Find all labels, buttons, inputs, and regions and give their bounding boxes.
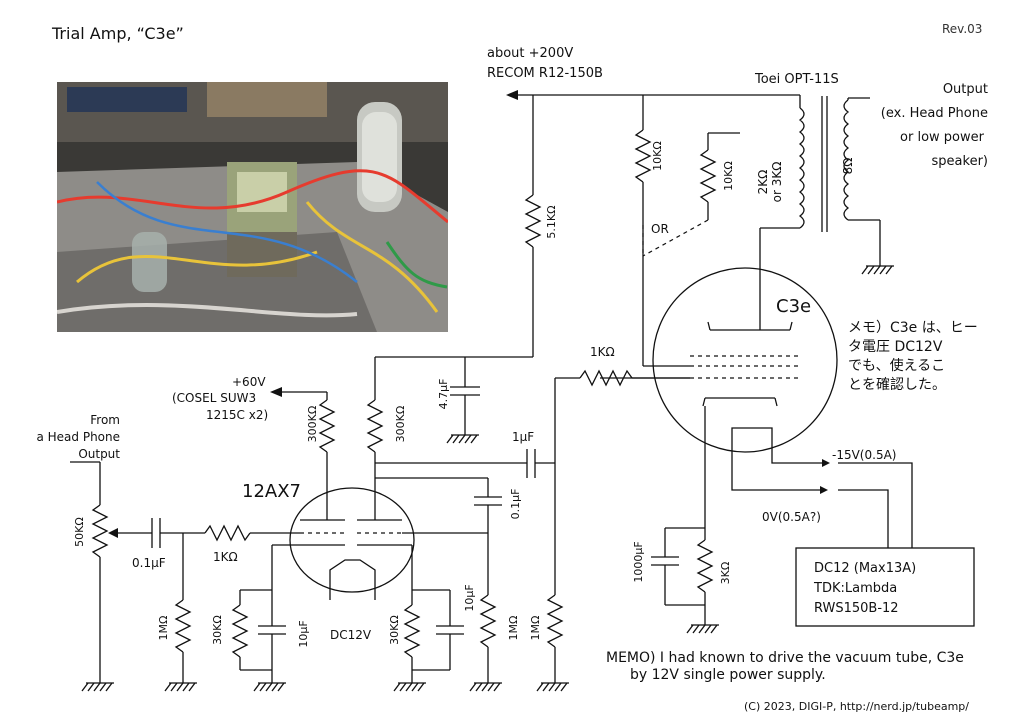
plate-resistors-12ax7	[318, 399, 502, 595]
output-note-3: speaker)	[931, 154, 988, 169]
label-or: OR	[651, 222, 669, 236]
output-tube-name: C3e	[776, 296, 812, 317]
c3e-cathode-network	[651, 527, 719, 634]
label-c-0u1-in: 0.1μF	[132, 556, 166, 570]
label-r-30k-a: 30KΩ	[211, 615, 224, 645]
screen-resistors	[634, 95, 740, 367]
12ax7-tube	[250, 487, 488, 600]
psu-line-3: RWS150B-12	[814, 601, 899, 616]
memo-japanese: メモ）C3e は、ヒー タ電圧 DC12V でも、使えるこ とを確認した。	[848, 320, 978, 393]
g60-supply-1: (COSEL SUW3	[172, 391, 257, 405]
primary-impedance: 2KΩ or 3KΩ	[756, 161, 784, 203]
label-c-1000u: 1000μF	[632, 541, 645, 583]
label-r-300k-b: 300KΩ	[394, 405, 407, 443]
12ax7-cathode-left	[231, 545, 286, 683]
label-c-0u1-bypass: 0.1μF	[509, 488, 522, 520]
revision-label: Rev.03	[942, 22, 983, 36]
heater-zero: 0V(0.5A?)	[762, 510, 821, 524]
label-r-30k-b: 30KΩ	[388, 615, 401, 645]
g60-supply-2: 1215C x2)	[206, 408, 269, 422]
grid-leak-right	[479, 594, 497, 683]
transformer-name: Toei OPT-11S	[755, 72, 839, 87]
label-r-1k-in: 1KΩ	[213, 550, 238, 564]
label-r-3k: 3KΩ	[719, 561, 732, 585]
amplifier-photo	[57, 82, 448, 332]
label-r-5k1: 5.1KΩ	[545, 205, 558, 239]
psu-line-1: DC12 (Max13A)	[814, 561, 917, 576]
output-note-1: (ex. Head Phone	[880, 106, 988, 121]
driver-tube-name: 12AX7	[242, 481, 302, 502]
page-title: Trial Amp, “C3e”	[52, 24, 184, 43]
label-c-10u-b: 10μF	[463, 584, 476, 612]
heater-minus15: -15V(0.5A)	[832, 448, 897, 462]
output-label: Output	[942, 82, 988, 97]
label-r-10k-b: 10KΩ	[722, 161, 735, 191]
input-label-2: a Head Phone	[36, 430, 120, 444]
b-plus-supply: RECOM R12-150B	[487, 66, 603, 81]
output-note-2: or low power	[900, 130, 984, 145]
label-c-4u7: 4.7μF	[437, 378, 450, 410]
output-transformer	[759, 95, 881, 266]
label-r-1m-a: 1MΩ	[157, 615, 170, 641]
copyright: (C) 2023, DIGI-P, http://nerd.jp/tubeamp…	[744, 700, 969, 713]
12ax7-cathode-right	[403, 545, 464, 683]
ground-output	[861, 265, 894, 275]
plate-decoupling	[375, 95, 542, 444]
secondary-impedance: 8Ω	[841, 157, 855, 175]
memo-english-1: MEMO) I had known to drive the vacuum tu…	[606, 650, 964, 666]
label-c-1u: 1μF	[512, 430, 535, 444]
heater-supply-wiring	[795, 459, 975, 627]
memo-english-2: by 12V single power supply.	[630, 667, 826, 683]
g60-rail	[270, 357, 376, 400]
label-r-300k-a: 300KΩ	[306, 405, 319, 443]
label-c-10u-a: 10μF	[297, 620, 310, 648]
label-pot-50k: 50KΩ	[73, 517, 86, 547]
g60-voltage: +60V	[232, 375, 266, 389]
input-label-3: Output	[78, 447, 120, 461]
label-r-1m-b: 1MΩ	[507, 615, 520, 641]
b-plus-voltage: about +200V	[487, 46, 574, 61]
bottom-grounds	[81, 682, 502, 692]
label-r-10k-a: 10KΩ	[651, 141, 664, 171]
amplifier-photo-icon	[57, 82, 448, 332]
heater-voltage: DC12V	[330, 628, 372, 642]
input-label-1: From	[90, 413, 120, 427]
b-plus-rail	[506, 90, 800, 100]
c3e-grid-network	[375, 369, 690, 692]
label-r-1m-c: 1MΩ	[529, 615, 542, 641]
label-r-1k-grid: 1KΩ	[590, 345, 615, 359]
psu-line-2: TDK:Lambda	[814, 581, 898, 596]
input-network	[70, 461, 251, 683]
